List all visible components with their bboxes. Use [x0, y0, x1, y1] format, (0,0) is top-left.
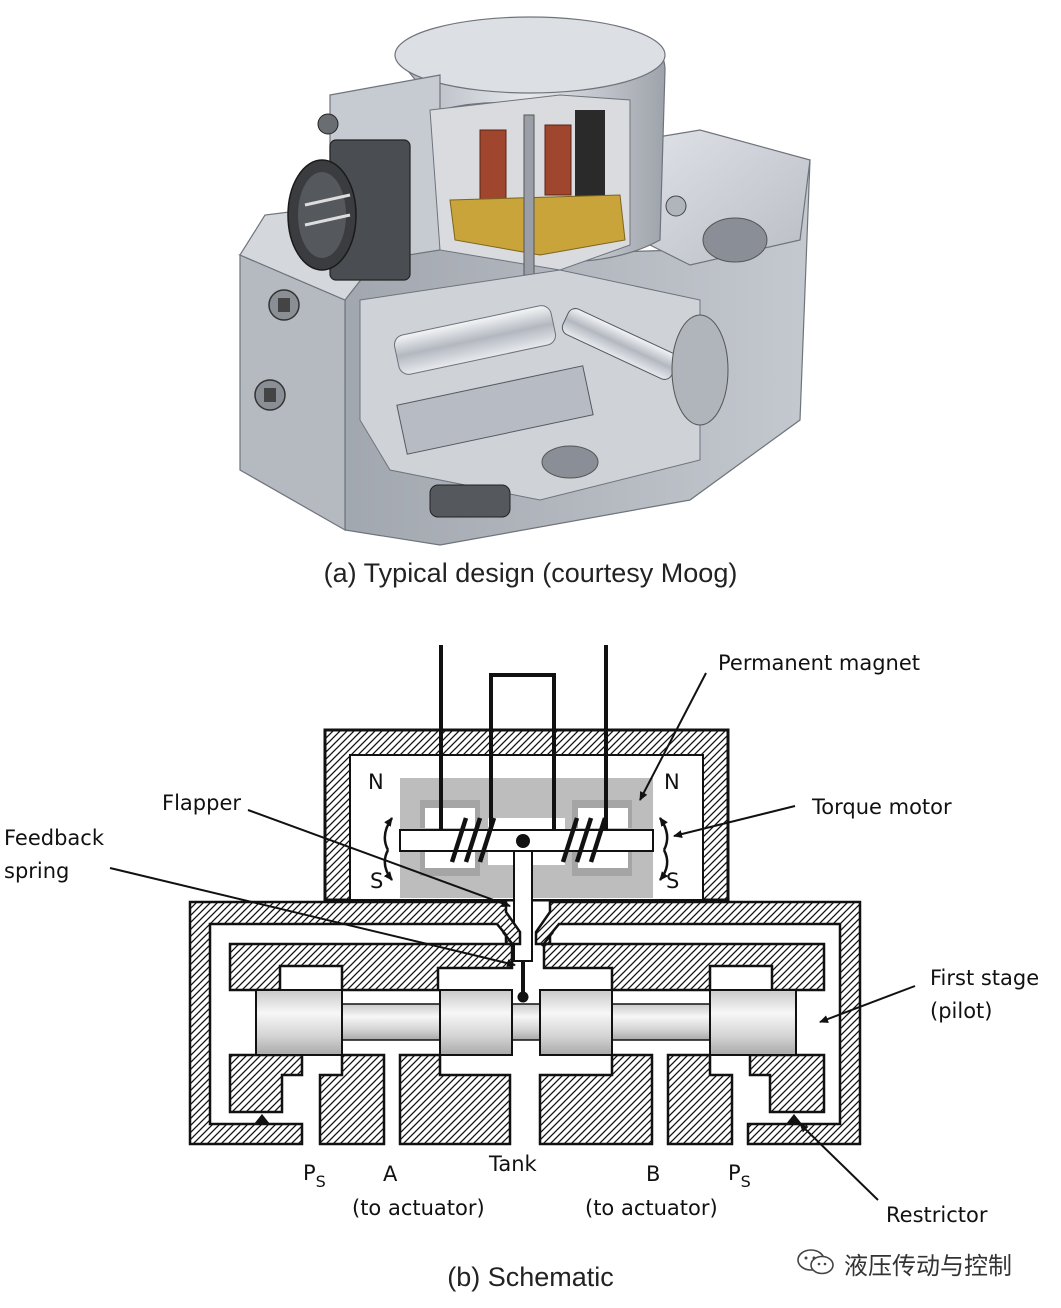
coil-left [449, 817, 497, 863]
main-spool [255, 989, 797, 1056]
restrictor-left [254, 1114, 270, 1124]
label-feedback-line1: Feedback [4, 826, 105, 850]
pole-s-right: S [666, 869, 679, 893]
port-ps-right: PS [728, 1161, 751, 1191]
leader-flapper [247, 809, 511, 908]
port-b: B [646, 1162, 660, 1186]
spool-land-2 [439, 989, 513, 1056]
armature-pivot [516, 834, 530, 848]
torque-arrow-right-down [659, 849, 669, 881]
main-spool [393, 305, 557, 375]
port-ps-left: PS [303, 1161, 326, 1191]
feedback-ball [517, 991, 529, 1003]
connector-screw [317, 113, 339, 135]
port-a: A [383, 1162, 398, 1186]
torque-arrow-left-down [383, 849, 393, 881]
spool-land-3 [539, 989, 613, 1056]
spool-sleeve-lower [228, 1053, 826, 1146]
label-first-stage-line1: First stage [930, 966, 1039, 990]
spool-land-4 [709, 989, 797, 1056]
watermark-text: 液压传动与控制 [844, 1252, 1012, 1280]
port-hole-bottom [541, 445, 599, 479]
cap-screw [665, 195, 687, 217]
bottom-plug [429, 484, 511, 518]
torque-motor-coil-left [479, 129, 507, 201]
torque-arrow-left-up [383, 817, 394, 851]
port-arc-right [671, 314, 729, 426]
spool-land-1 [255, 989, 343, 1056]
leader-feedback-spring [109, 867, 516, 968]
pole-n-left: N [368, 770, 384, 794]
pole-s-left: S [370, 869, 383, 893]
flapper-rod [523, 114, 535, 276]
leader-permanent-magnet [639, 672, 707, 801]
magnet-block [575, 110, 605, 205]
caption-a: (a) Typical design (courtesy Moog) [323, 558, 738, 588]
motor-cap-top [394, 16, 666, 94]
leader-torque-motor [673, 805, 796, 838]
spool-bushing [396, 365, 594, 455]
label-first-stage-line2: (pilot) [930, 999, 992, 1023]
leader-lines [109, 672, 916, 1201]
valve-cutaway-illustration [237, 16, 811, 546]
torque-arrow-right-up [658, 817, 669, 851]
label-permanent-magnet: Permanent magnet [718, 651, 920, 675]
servo-valve-schematic: N N S S [4, 645, 1039, 1227]
lead-wires [439, 645, 608, 830]
pole-n-right: N [664, 770, 680, 794]
port-a-note: (to actuator) [352, 1196, 485, 1220]
restrictor-right [786, 1114, 802, 1124]
leader-first-stage [819, 985, 916, 1023]
label-feedback-line2: spring [4, 859, 69, 883]
port-hole-right [702, 217, 768, 263]
port-b-note: (to actuator) [585, 1196, 718, 1220]
watermark: 液压传动与控制 [796, 1246, 1036, 1280]
brass-armature [449, 194, 626, 256]
coil-right [560, 817, 608, 863]
leader-restrictor [799, 1123, 879, 1201]
caption-b: (b) Schematic [447, 1262, 614, 1292]
label-restrictor: Restrictor [886, 1203, 988, 1227]
label-flapper: Flapper [162, 791, 241, 815]
port-tank: Tank [488, 1152, 538, 1176]
torque-motor-coil-right [544, 124, 572, 196]
label-torque-motor: Torque motor [811, 795, 952, 819]
wechat-icon [797, 1249, 834, 1275]
